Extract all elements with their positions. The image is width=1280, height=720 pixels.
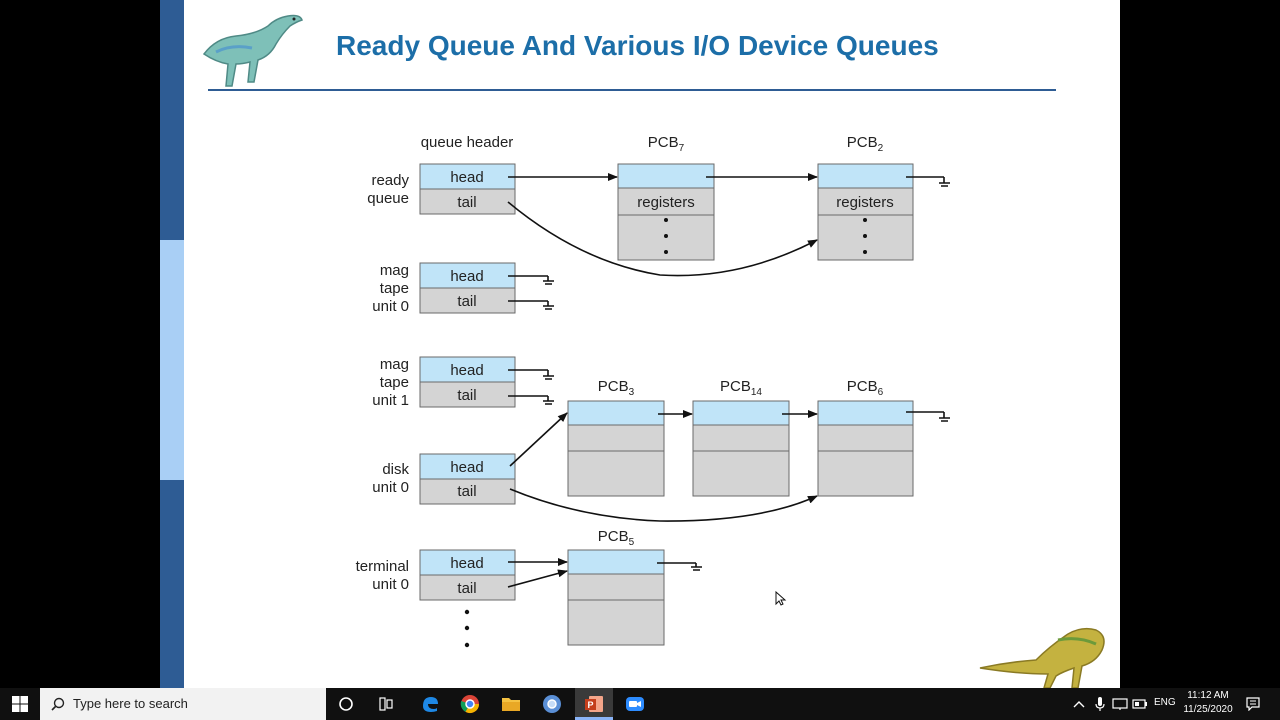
terminal-unit-header: head tail (419, 549, 516, 601)
queue-header-label: queue header (421, 134, 514, 151)
slide-title: Ready Queue And Various I/O Device Queue… (336, 30, 939, 61)
active-app-indicator (575, 717, 613, 720)
null-pointer-icon (508, 176, 950, 571)
clock-date: 11/25/2020 (1183, 704, 1233, 715)
more-queues-ellipsis (464, 609, 470, 648)
mouse-cursor-icon (775, 590, 787, 606)
chevron-up-icon[interactable] (1070, 688, 1088, 720)
svg-text:head: head (450, 268, 483, 285)
pcb-label: PCB2 (847, 134, 884, 154)
mag-tape-1-header: head tail (419, 356, 516, 408)
microphone-icon[interactable] (1091, 688, 1109, 720)
pointer-arrow (507, 569, 568, 588)
notification-icon[interactable] (1244, 688, 1262, 720)
svg-text:tail: tail (457, 483, 476, 500)
ready-queue-label: queue (367, 190, 409, 207)
pcb-label: PCB3 (598, 378, 635, 398)
svg-text:head: head (450, 459, 483, 476)
pcb-label: PCB7 (648, 134, 685, 154)
pcb-label: PCB14 (720, 378, 762, 398)
file-explorer-icon[interactable] (497, 688, 525, 720)
svg-text:tail: tail (457, 580, 476, 597)
pcb6-block (817, 400, 914, 497)
slide-sidebar-light (160, 240, 184, 480)
terminal-unit-label: unit 0 (372, 576, 409, 593)
terminal-unit-label: terminal (356, 558, 409, 575)
svg-text:head: head (450, 555, 483, 572)
svg-text:registers: registers (836, 194, 894, 211)
svg-text:P: P (587, 700, 593, 710)
windows-start-icon[interactable] (0, 688, 40, 720)
ready-queue-header: head tail (419, 163, 516, 215)
chrome-icon[interactable] (456, 688, 484, 720)
svg-text:tail: tail (457, 194, 476, 211)
svg-text:head: head (450, 362, 483, 379)
pointer-arrow (509, 412, 568, 467)
mag-tape-1-label: mag (380, 356, 409, 373)
taskbar-search-box[interactable] (40, 688, 326, 720)
queue-diagram: queue header ready queue mag tape unit 0… (356, 134, 950, 648)
clock-time: 11:12 AM (1187, 690, 1229, 701)
powerpoint-icon[interactable]: P (580, 688, 608, 720)
pcb-label: PCB6 (847, 378, 884, 398)
mag-tape-0-label: tape (380, 280, 409, 297)
svg-text:head: head (450, 169, 483, 186)
battery-icon[interactable] (1131, 688, 1149, 720)
svg-text:tail: tail (457, 387, 476, 404)
mag-tape-1-label: tape (380, 374, 409, 391)
search-placeholder: Type here to search (73, 696, 188, 711)
pcb7-block: registers (617, 163, 715, 261)
svg-text:registers: registers (637, 194, 695, 211)
chrome-canary-icon[interactable] (538, 688, 566, 720)
zoom-icon[interactable] (621, 688, 649, 720)
search-icon (49, 688, 67, 720)
pointer-arrow (507, 201, 818, 277)
pcb-label: PCB5 (598, 528, 635, 548)
pointer-arrow (509, 488, 818, 522)
title-divider (208, 89, 1056, 91)
mag-tape-1-label: unit 1 (372, 392, 409, 409)
network-icon[interactable] (1111, 688, 1129, 720)
pcb5-block (567, 549, 665, 646)
pcb14-block (692, 400, 790, 497)
mag-tape-0-label: unit 0 (372, 298, 409, 315)
svg-text:tail: tail (457, 293, 476, 310)
disk-unit-header: head tail (419, 453, 516, 505)
ready-queue-label: ready (371, 172, 409, 189)
cortana-icon[interactable] (332, 688, 360, 720)
edge-icon[interactable] (416, 688, 444, 720)
disk-unit-label: unit 0 (372, 479, 409, 496)
language-indicator[interactable]: ENG (1154, 697, 1176, 708)
pcb2-block: registers (817, 163, 914, 261)
dinosaur-logo-icon (979, 627, 1105, 688)
system-clock[interactable]: 11:12 AM 11/25/2020 (1176, 689, 1240, 717)
disk-unit-label: disk (382, 461, 409, 478)
pcb3-block (567, 400, 665, 497)
mag-tape-0-label: mag (380, 262, 409, 279)
mag-tape-0-header: head tail (419, 262, 516, 314)
task-view-icon[interactable] (372, 688, 400, 720)
dinosaur-logo-icon (202, 14, 303, 87)
